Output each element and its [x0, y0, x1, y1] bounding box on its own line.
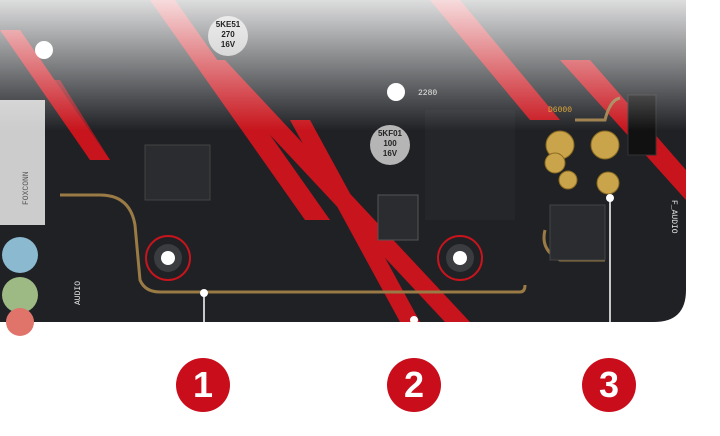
cap-label: 270 [221, 30, 235, 39]
callout-2[interactable]: 2 [387, 358, 441, 412]
audio-label: AUDIO [74, 281, 83, 305]
m2-label: 2280 [418, 89, 437, 98]
callout-1[interactable]: 1 [176, 358, 230, 412]
callout-leaders [200, 194, 614, 324]
cap-label: 5KE51 [216, 20, 241, 29]
cap-label: 100 [383, 139, 397, 148]
front-audio-label: F_AUDIO [669, 200, 678, 234]
cap-voltage: 16V [383, 149, 398, 158]
codec-label: D6000 [548, 106, 572, 115]
callout-3[interactable]: 3 [582, 358, 636, 412]
cap-voltage: 16V [221, 40, 236, 49]
io-shield-label: FOXCONN [22, 171, 31, 205]
cap-label: 5KF01 [378, 129, 403, 138]
